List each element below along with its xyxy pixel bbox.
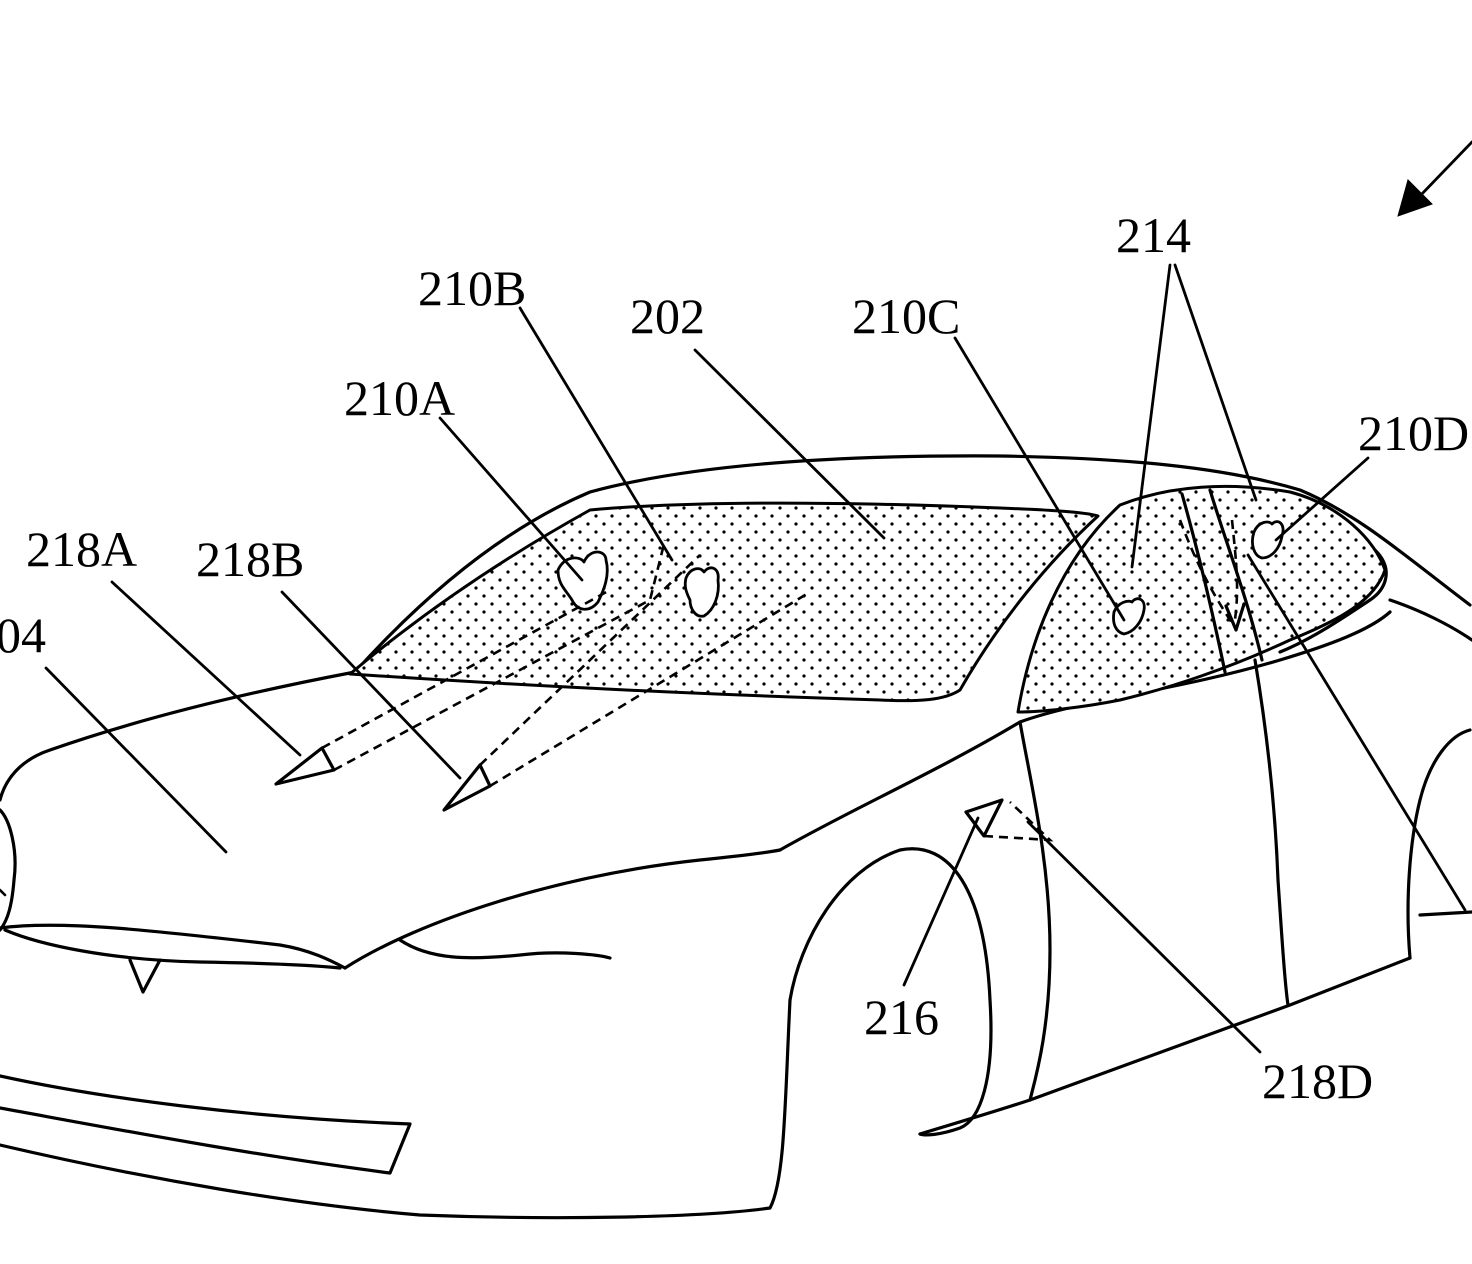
label-202: 202	[630, 288, 705, 344]
windshield-glass	[350, 503, 1098, 701]
label-218B: 218B	[196, 531, 304, 587]
label-218D: 218D	[1262, 1053, 1373, 1109]
figure-reference-arrow	[1398, 142, 1472, 216]
label-210A: 210A	[344, 370, 455, 426]
label-216: 216	[864, 989, 939, 1045]
label-214: 214	[1116, 207, 1191, 263]
label-210B: 210B	[418, 260, 526, 316]
label-218A: 218A	[26, 521, 137, 577]
label-210C: 210C	[852, 288, 960, 344]
label-04: 04	[0, 607, 46, 663]
label-210D: 210D	[1358, 405, 1469, 461]
